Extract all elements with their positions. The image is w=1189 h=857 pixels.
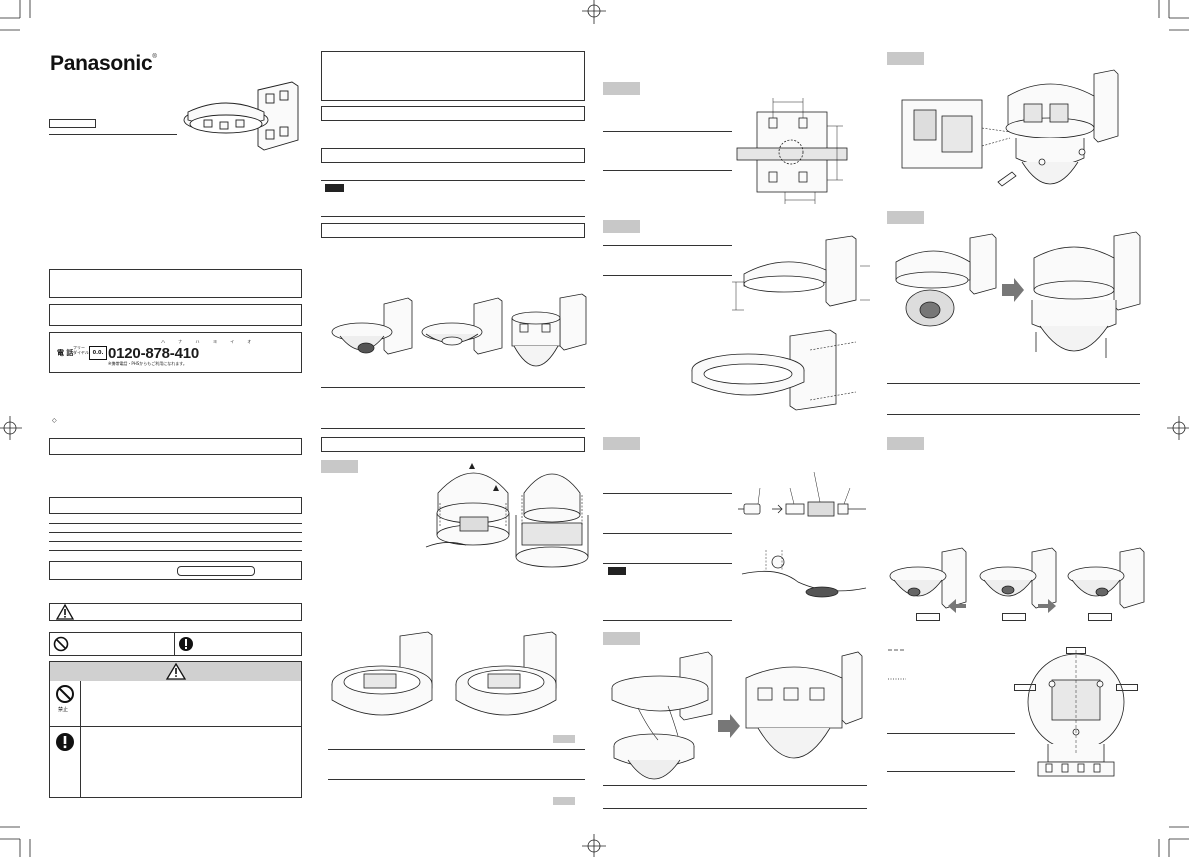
- step-tab-4: [603, 82, 640, 95]
- bracket-mounting-side-view: [732, 235, 870, 311]
- col4-rule-3: [887, 733, 1015, 734]
- phone-label: 電 話: [57, 349, 74, 357]
- section-header-box-1: [49, 438, 302, 455]
- step-tab-1: [321, 460, 358, 473]
- spec-rule-1: [49, 523, 302, 524]
- section-header-box-6: [321, 437, 585, 452]
- safety-header-box: [49, 603, 302, 621]
- camera-direction-illustrations: [889, 547, 1145, 613]
- section-header-box-4: [321, 148, 585, 163]
- phone-ruby: ハ ナ ハ ヨ イ オ: [161, 339, 258, 344]
- col3-rule-9: [603, 785, 867, 786]
- bracket-top-view-drawing: [1027, 650, 1125, 777]
- direction-label-box-5: [1014, 684, 1036, 691]
- accessory-pill: [177, 566, 255, 576]
- col3-rule-7: [603, 563, 732, 564]
- step-tab-6: [603, 437, 640, 450]
- spec-rule-3: [49, 541, 302, 542]
- col3-rule-2: [603, 170, 732, 171]
- camera-fixing-illustration: [901, 69, 1119, 187]
- step-tab-9: [887, 211, 924, 224]
- warning-row-divider: [50, 726, 301, 727]
- customer-support-phone: 電 話 フリー ダイヤル 0.0. ハ ナ ハ ヨ イ オ 0120-878-4…: [57, 339, 297, 371]
- col3-rule-3: [603, 245, 732, 246]
- col3-rule-4: [603, 275, 732, 276]
- spec-rule-4: [49, 550, 302, 551]
- base-bracket-illustrations: [331, 631, 557, 716]
- col4-rule-2: [887, 414, 1140, 415]
- mandatory-exclamation-icon: [56, 733, 74, 751]
- section-rule-b: [321, 428, 585, 429]
- model-title-rule: [49, 134, 177, 135]
- note-rule-top: [321, 180, 585, 181]
- legend-dotted-line: [888, 678, 906, 680]
- section-rule-c: [328, 749, 585, 750]
- free-dial-badge: 0.0.: [89, 346, 107, 360]
- compatible-camera-illustrations: [331, 293, 587, 367]
- cable-connection-illustration: [738, 471, 867, 598]
- important-notice-box: [321, 51, 585, 101]
- warning-triangle-icon: [165, 662, 187, 680]
- section-header-box-2: [49, 497, 302, 514]
- step-tab-7: [603, 632, 640, 645]
- section-header-box-3: [321, 106, 585, 121]
- model-number-box: [49, 119, 96, 128]
- direction-label-box-1: [916, 613, 940, 621]
- col3-rule-5: [603, 493, 732, 494]
- prohibited-icon: [53, 636, 69, 652]
- col4-rule-4: [887, 771, 1015, 772]
- notice-box-2: [49, 304, 302, 326]
- step-tab-10: [887, 437, 924, 450]
- prohibited-label: 禁止: [58, 707, 69, 713]
- col4-rule-1: [887, 383, 1140, 384]
- step-tab-8: [887, 52, 924, 65]
- note-badge: [325, 184, 344, 192]
- col3-rule-10: [603, 808, 867, 809]
- direction-label-box-3: [1088, 613, 1112, 621]
- direction-label-box-4: [1066, 647, 1086, 654]
- brand-logo: Panasonic®: [50, 52, 157, 75]
- accessory-box: [49, 561, 302, 580]
- note-badge: [608, 567, 626, 575]
- customer-support-box: [49, 332, 302, 373]
- direction-label-box-6: [1116, 684, 1138, 691]
- section-header-box-5: [321, 223, 585, 238]
- col3-rule-1: [603, 131, 732, 132]
- notice-box-1: [49, 269, 302, 298]
- mandatory-exclamation-icon: [179, 637, 193, 651]
- col3-rule-6: [603, 533, 732, 534]
- col3-rule-8: [603, 620, 732, 621]
- camera-alignment-illustration: [895, 231, 1141, 358]
- diamond-note-mark: ◇: [52, 417, 57, 424]
- wall-mount-bracket-illustration: [183, 81, 299, 151]
- phone-number[interactable]: 0120-878-410: [108, 345, 200, 362]
- symbol-legend-box: [49, 632, 302, 656]
- legend-dashed-line: [888, 649, 906, 651]
- warning-panel: [49, 661, 302, 798]
- section-rule-a: [321, 387, 585, 388]
- step-tab-2: [553, 735, 575, 743]
- phone-note: ※携帯電話・PHSからもご利用になれます。: [108, 361, 187, 366]
- warning-icon-column-divider: [80, 681, 81, 798]
- spec-rule-2: [49, 532, 302, 533]
- direction-label-box-2: [1002, 613, 1026, 621]
- step-tab-5: [603, 220, 640, 233]
- bracket-screw-mounting-illustration: [691, 329, 857, 411]
- bracket-dimension-drawing: [736, 98, 848, 204]
- camera-disassembly-illustration: [425, 463, 589, 568]
- step-tab-3: [553, 797, 575, 805]
- note-rule-bottom: [321, 216, 585, 217]
- camera-attachment-illustration: [611, 651, 863, 780]
- section-rule-d: [328, 779, 585, 780]
- symbol-legend-divider: [174, 632, 175, 656]
- warning-triangle-icon: [55, 603, 75, 620]
- free-dial-label: フリー ダイヤル: [73, 345, 89, 355]
- prohibited-icon: [56, 685, 74, 703]
